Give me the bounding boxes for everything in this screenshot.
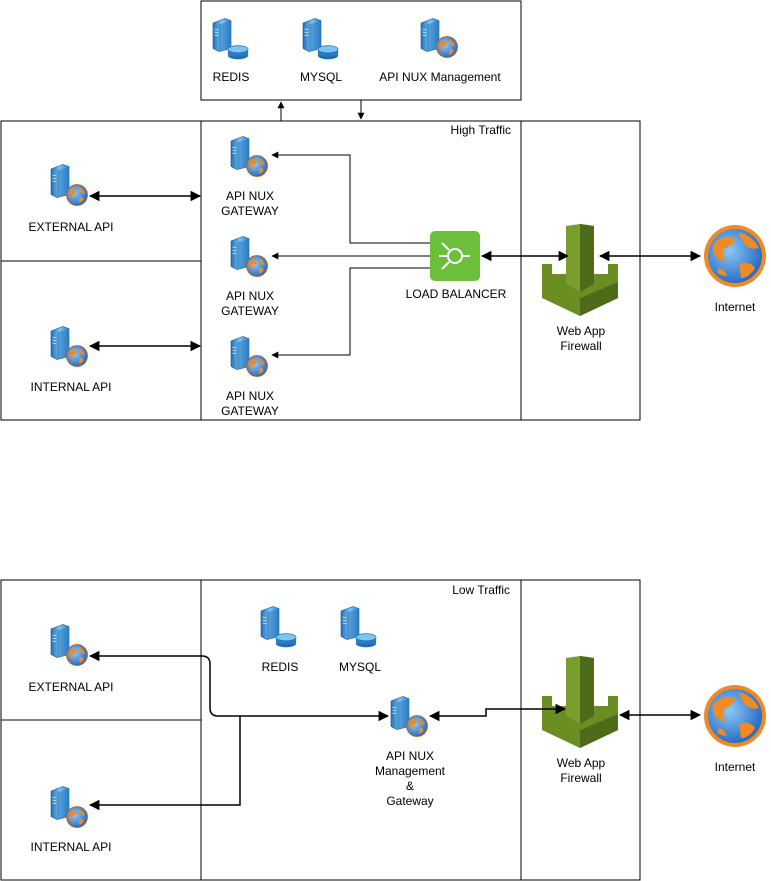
gateway-2-label-line2: GATEWAY <box>221 304 279 318</box>
load-balancer-label: LOAD BALANCER <box>406 287 507 301</box>
internal-api-bottom-globe-icon <box>66 806 88 828</box>
redis-server-icon <box>212 17 232 53</box>
mysql-bottom-label: MYSQL <box>339 660 381 674</box>
load-balancer-icon <box>430 231 480 281</box>
low-traffic-zone <box>200 579 522 881</box>
internet-bottom-globe-icon <box>704 685 766 747</box>
gateway-external-api-link <box>88 650 390 722</box>
gateway-2-globe-icon <box>246 255 268 277</box>
redis-bottom-server-icon <box>260 605 280 641</box>
internal-api-box-bottom <box>0 719 202 881</box>
internal-api-label: INTERNAL API <box>31 380 112 394</box>
gateway-3-label-line1: API NUX <box>226 389 274 403</box>
external-api-bottom-globe-icon <box>66 644 88 666</box>
gateway-bottom-label-line4: Gateway <box>386 794 433 808</box>
internal-api-box <box>0 260 202 421</box>
zone-label: High Traffic <box>451 123 511 137</box>
mysql-bottom-server-icon <box>340 605 360 641</box>
gateway-2-label-line1: API NUX <box>226 289 274 303</box>
gateway-bottom-label-line1: API NUX <box>386 749 434 763</box>
external-api-bottom-server-icon <box>50 623 70 659</box>
lb-to-gateway-3 <box>271 267 430 359</box>
gateway-bottom-label-line2: Management <box>375 764 446 778</box>
mysql-bottom-db-icon <box>355 633 377 648</box>
gateway-3-label-line2: GATEWAY <box>221 404 279 418</box>
redis-bottom-label: REDIS <box>262 660 299 674</box>
gateway-1-label-line1: API NUX <box>226 189 274 203</box>
mgmt-label: API NUX Management <box>379 70 501 84</box>
waf-bottom-label-line1: Web App <box>557 756 606 770</box>
waf-label-line2: Firewall <box>560 339 601 353</box>
redis-label: REDIS <box>213 70 250 84</box>
lb-to-gateway-1 <box>271 151 430 244</box>
waf-zone-bottom <box>520 579 641 881</box>
gateway-internal-api-link <box>88 716 241 811</box>
connectors-bottom <box>88 650 702 811</box>
database-box <box>200 0 522 101</box>
waf-label-line1: Web App <box>557 324 606 338</box>
internet-globe-icon <box>704 225 766 287</box>
connectors-top <box>88 100 702 359</box>
gateway-1-globe-icon <box>246 155 268 177</box>
internal-api-globe-icon <box>66 345 88 367</box>
gateway-bottom-label-line3: & <box>406 779 414 793</box>
internal-api-bottom-label: INTERNAL API <box>31 840 112 854</box>
mysql-server-icon <box>302 17 322 53</box>
external-api-box <box>0 120 202 262</box>
gateway-waf-link <box>428 703 567 722</box>
internal-api-bottom-server-icon <box>50 785 70 821</box>
waf-zone <box>520 120 641 421</box>
gateway-1-label-line2: GATEWAY <box>221 204 279 218</box>
gateway-3-globe-icon <box>246 355 268 377</box>
zone-label-bottom: Low Traffic <box>452 583 510 597</box>
waf-bottom-label-line2: Firewall <box>560 771 601 785</box>
external-api-server-icon <box>50 163 70 199</box>
low-traffic-section: Low Traffic EXTERNAL API INTERNAL API RE… <box>0 579 766 881</box>
mysql-db-icon <box>317 45 339 60</box>
mgmt-globe-icon <box>436 36 458 58</box>
redis-db-icon <box>227 45 249 60</box>
internet-bottom-label: Internet <box>715 760 756 774</box>
external-api-globe-icon <box>66 184 88 206</box>
mysql-label: MYSQL <box>300 70 342 84</box>
external-api-box-bottom <box>0 579 202 721</box>
high-traffic-section: High Traffic REDIS MYSQL API NUX Managem… <box>0 0 766 421</box>
external-api-label: EXTERNAL API <box>29 220 114 234</box>
external-api-bottom-label: EXTERNAL API <box>29 680 114 694</box>
internet-label: Internet <box>715 300 756 314</box>
gateway-bottom-globe-icon <box>406 715 428 737</box>
redis-bottom-db-icon <box>275 633 297 648</box>
waf-bottom-icon <box>542 656 618 748</box>
waf-icon <box>542 224 618 316</box>
